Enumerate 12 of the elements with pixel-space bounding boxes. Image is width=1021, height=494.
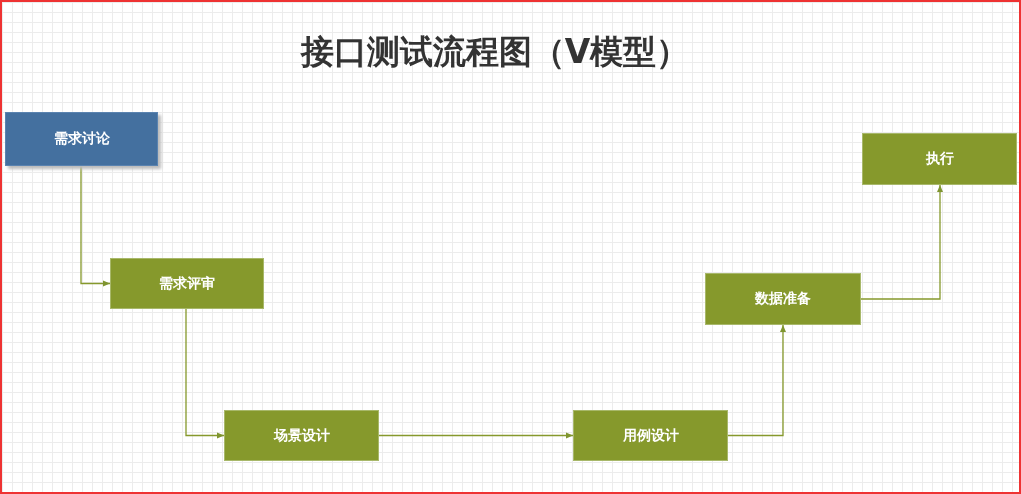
arrow xyxy=(185,308,225,439)
arrow xyxy=(727,324,786,437)
process-box: 用例设计 xyxy=(573,410,728,461)
title: 接口测试流程图（V模型） xyxy=(299,31,691,73)
process-box: 场景设计 xyxy=(224,410,379,461)
process-box: 需求讨论 xyxy=(5,112,158,166)
arrow xyxy=(378,432,574,439)
arrow xyxy=(860,184,943,300)
process-box: 数据准备 xyxy=(705,273,861,325)
arrow xyxy=(80,165,111,287)
process-box: 需求评审 xyxy=(110,258,264,309)
process-box: 执行 xyxy=(862,133,1017,185)
